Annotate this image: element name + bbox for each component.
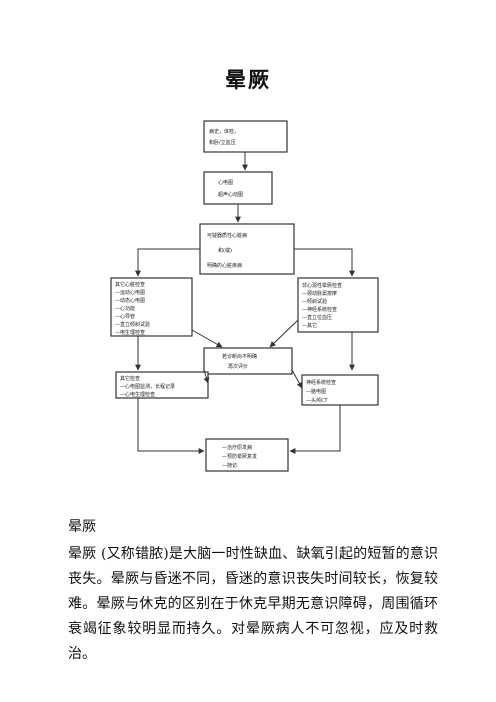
box-bottom-l1: —治疗原发病 <box>222 444 252 451</box>
box-bottom-l2: —预防晕厥复发 <box>222 453 257 460</box>
box-neuro-tests <box>301 374 379 406</box>
box-ecg-line1: 心电图 <box>218 179 233 186</box>
box-right2-l1: 神经系统检查 <box>306 379 336 386</box>
box-left2-l3: —心电生理检查 <box>120 391 155 398</box>
box-reassess <box>203 347 293 375</box>
box-left-l1: 其它心脏检查 <box>115 281 145 288</box>
box-left-l3: —动态心电图 <box>115 297 145 304</box>
box-left2-l1: 其它检查 <box>120 375 140 382</box>
box-history-line1: 病史，体检， <box>209 128 239 135</box>
box-center-l2: 再次评价 <box>228 363 248 370</box>
box-left2-l2: —心电图监测，长程记录 <box>120 383 175 390</box>
box-right-l5: —直立位血压 <box>302 314 332 321</box>
box-left-l5: —心导管 <box>115 313 135 320</box>
box-suspect-line3: 明确的心脏疾病 <box>207 262 242 269</box>
body-paragraph: 晕厥 (又称错脓)是大脑一时性缺血、缺氧引起的短暂的意识丧失。晕厥与昏迷不同，昏… <box>68 546 438 662</box>
box-other-cardiac <box>110 277 193 337</box>
box-other-tests <box>115 371 209 399</box>
box-left-l7: —电生理检查 <box>115 329 145 336</box>
document-title: 晕厥 <box>225 68 271 92</box>
box-center-l1: 若诊断尚不明确 <box>222 353 257 360</box>
box-right-l1: 非心源性晕厥检查 <box>302 282 342 289</box>
box-suspect-line2: 和(或) <box>218 247 232 254</box>
box-right-l3: —倾斜试验 <box>302 298 327 305</box>
box-left-l4: —心功能 <box>115 305 135 312</box>
box-right2-l2: —脑电图 <box>306 388 326 395</box>
box-ecg <box>203 171 273 205</box>
box-history-line2: 和卧/立血压 <box>209 139 236 146</box>
section-label: 晕厥 <box>68 519 96 535</box>
box-history <box>203 120 288 153</box>
box-right-l4: —神经系统检查 <box>302 306 337 313</box>
box-noncardiac <box>297 277 379 333</box>
box-left-l2: —运动心电图 <box>115 289 145 296</box>
box-left-l6: —直立倾斜试验 <box>115 321 150 328</box>
box-suspect-line1: 可疑器质性心脏病 <box>207 232 247 239</box>
box-right2-l3: —头颅CT <box>306 397 328 404</box>
box-right-l2: —颈动脉窦按摩 <box>302 290 337 297</box>
box-treatment <box>205 438 289 472</box>
box-right-l6: —其它 <box>302 322 317 329</box>
box-bottom-l3: —随访 <box>222 462 237 469</box>
box-ecg-line2: 超声心动图 <box>218 191 243 198</box>
